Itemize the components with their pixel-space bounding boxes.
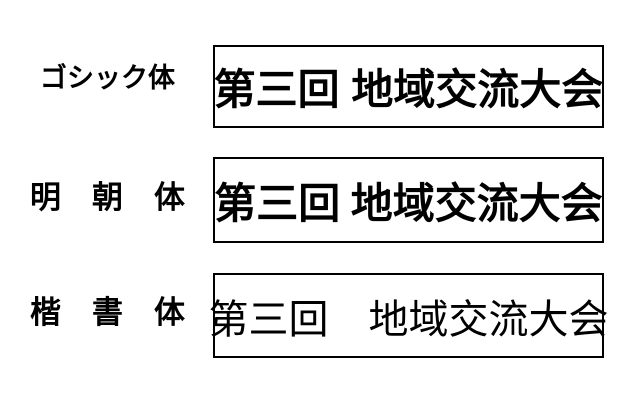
font-style-label-kaisho: 楷 書 体 <box>30 295 185 330</box>
sample-box-mincho: 第三回 地域交流大会 <box>213 157 604 243</box>
sample-text-gothic: 第三回 地域交流大会 <box>213 66 604 113</box>
sample-text-kaisho: 第三回 地域交流大会 <box>208 296 609 342</box>
sample-box-gothic: 第三回 地域交流大会 <box>213 45 604 128</box>
sample-box-kaisho: 第三回 地域交流大会 <box>209 273 609 358</box>
font-style-label-gothic: ゴシック体 <box>40 63 175 93</box>
sample-text-mincho: 第三回 地域交流大会 <box>214 181 603 228</box>
font-style-label-mincho: 明 朝 体 <box>30 180 185 215</box>
